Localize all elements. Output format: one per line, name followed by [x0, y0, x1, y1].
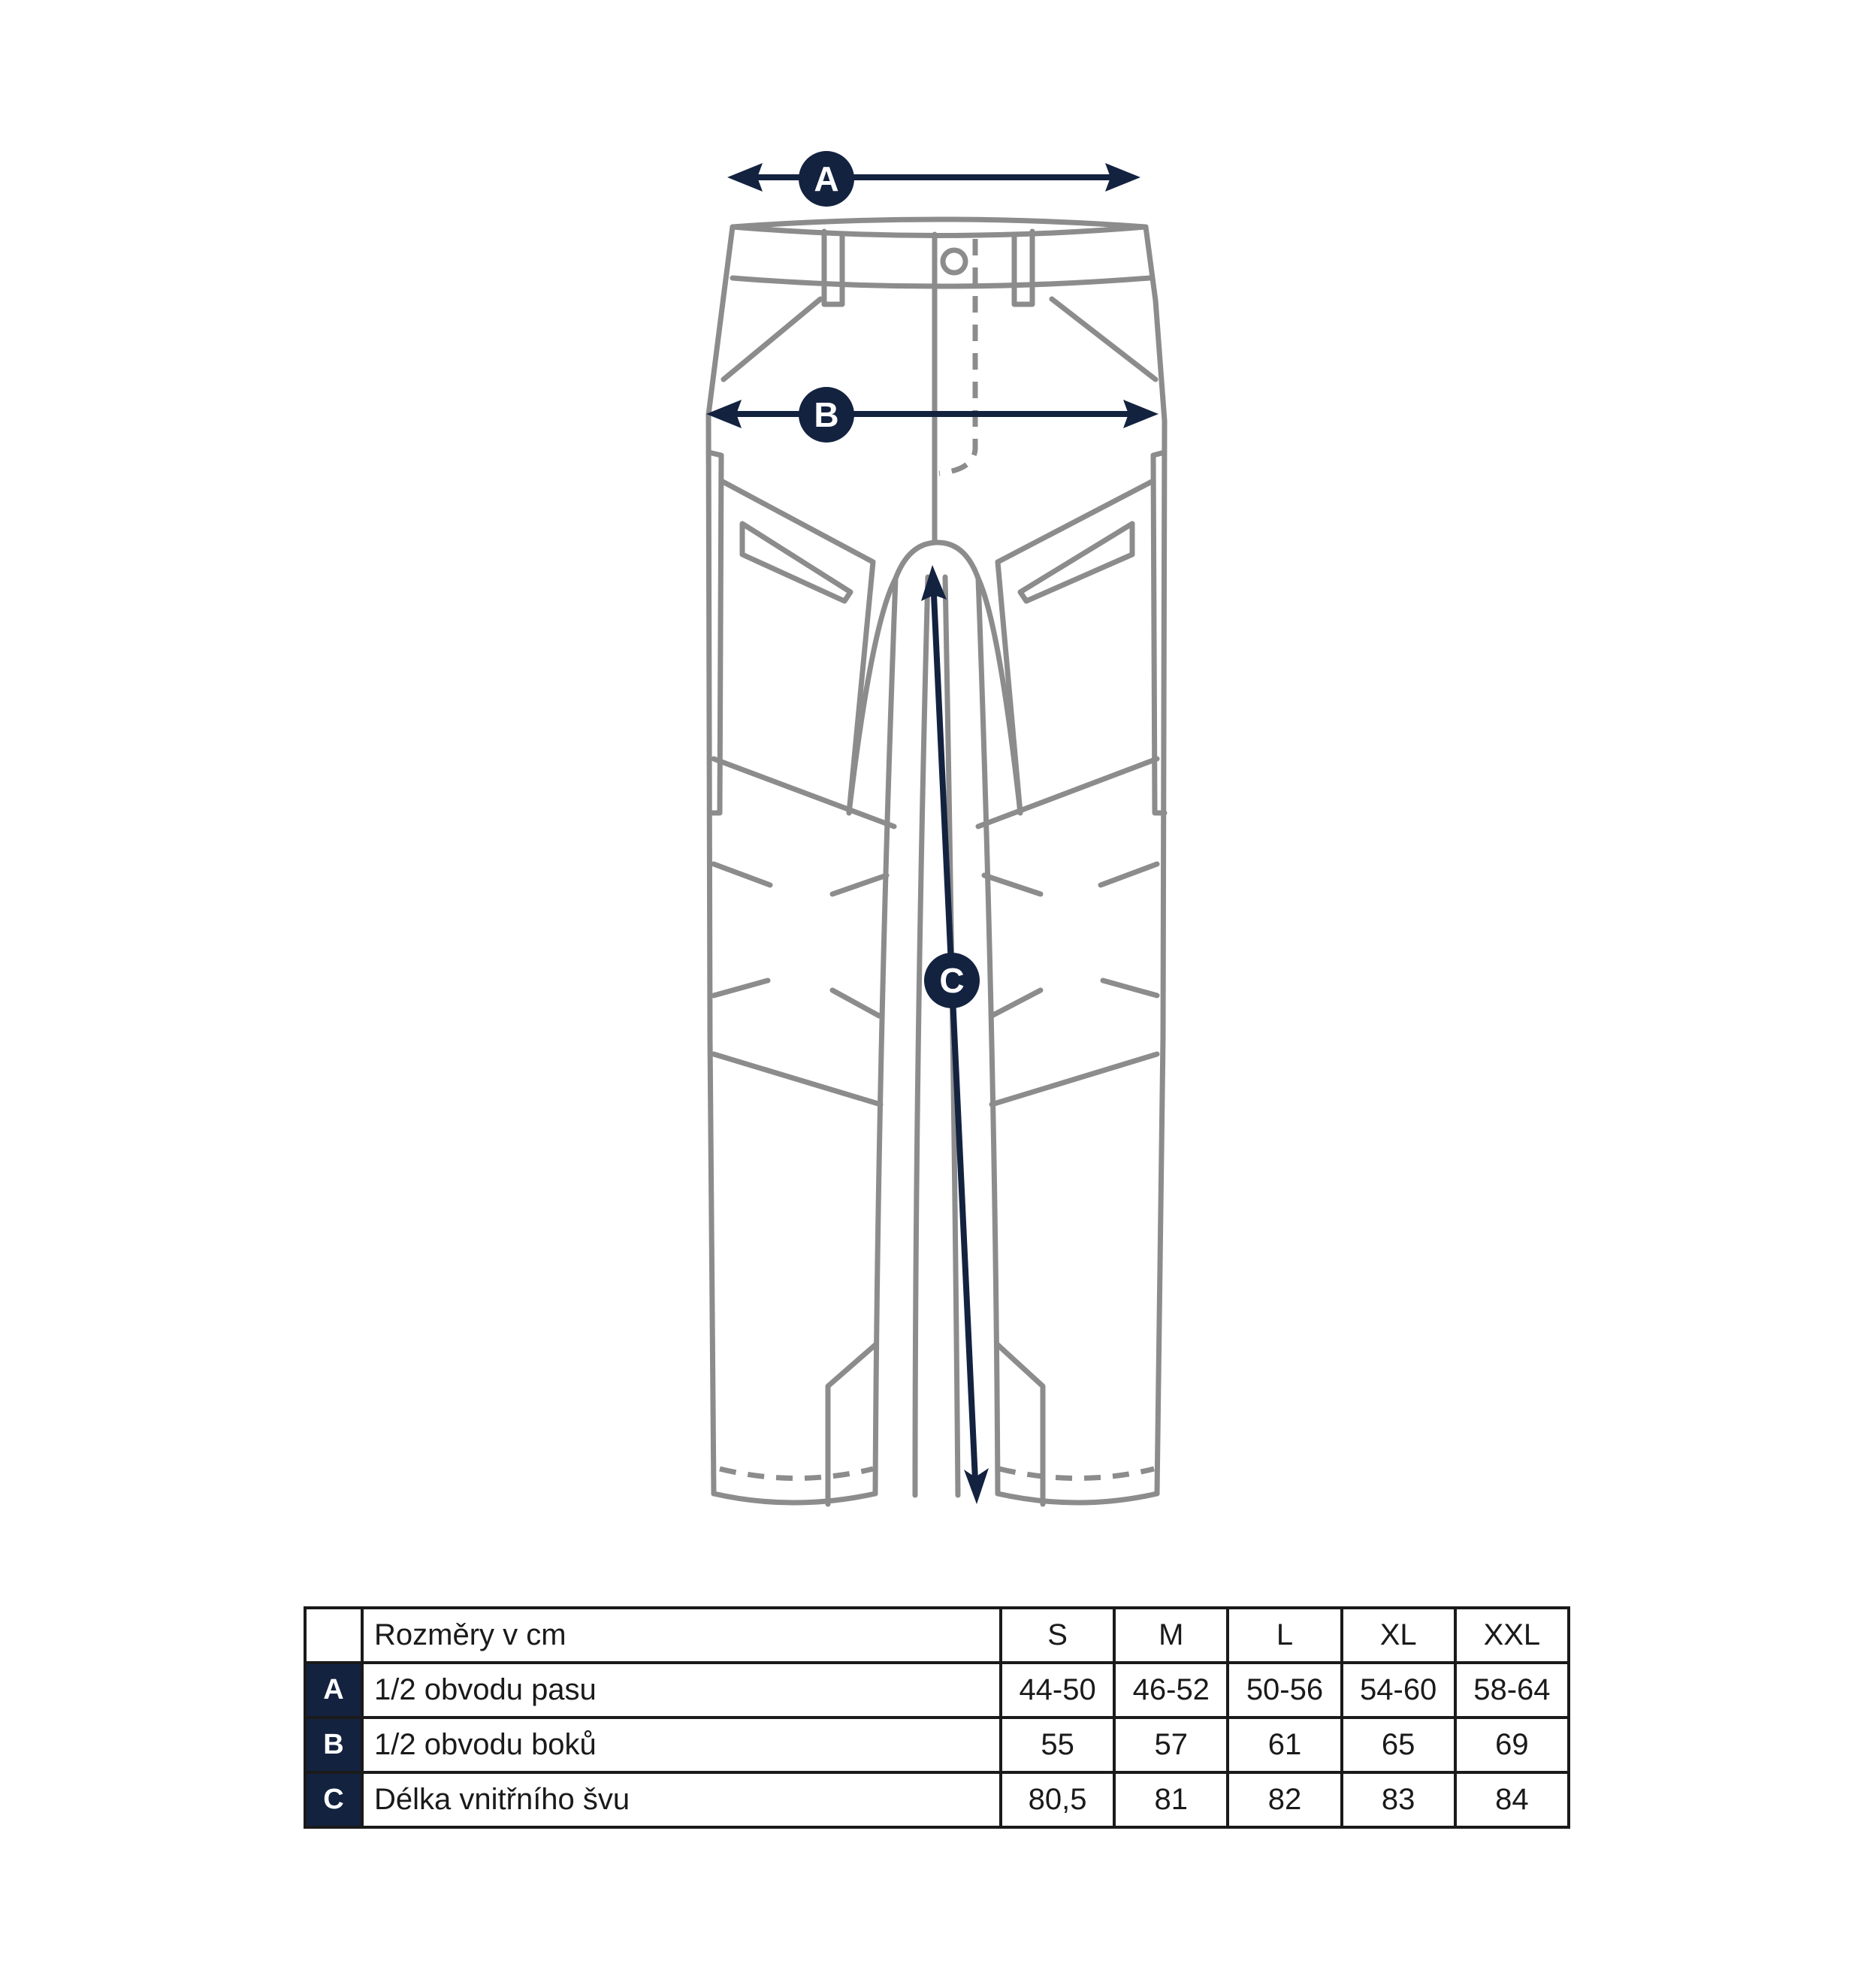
size-header-s: S	[998, 1606, 1116, 1664]
table-header-row: Rozměry v cm S M L XL XXL	[304, 1606, 1571, 1664]
callout-badge-a: A	[799, 151, 854, 207]
size-chart-table: Rozměry v cm S M L XL XXL A 1/2 obvodu p…	[304, 1606, 1571, 1829]
table-row: C Délka vnitřního švu 80,5 81 82 83 84	[304, 1771, 1571, 1829]
table-row: A 1/2 obvodu pasu 44-50 46-52 50-56 54-6…	[304, 1661, 1571, 1719]
table-cell: 84	[1453, 1771, 1571, 1829]
table-cell: 65	[1340, 1716, 1457, 1774]
table-cell: 80,5	[998, 1771, 1116, 1829]
table-cell: 83	[1340, 1771, 1457, 1829]
row-key-c: C	[304, 1771, 364, 1829]
table-cell: 50-56	[1226, 1661, 1343, 1719]
table-cell: 55	[998, 1716, 1116, 1774]
header-key-cell	[304, 1606, 364, 1664]
header-title: Rozměry v cm	[361, 1606, 1002, 1664]
row-key-b: B	[304, 1716, 364, 1774]
row-label: Délka vnitřního švu	[361, 1771, 1002, 1829]
table-cell: 44-50	[998, 1661, 1116, 1719]
table-cell: 57	[1113, 1716, 1230, 1774]
measurement-b-arrow	[706, 400, 1159, 428]
size-header-l: L	[1226, 1606, 1343, 1664]
callout-label-a: A	[814, 159, 838, 198]
callout-badge-c: C	[924, 953, 980, 1008]
table-cell: 81	[1113, 1771, 1230, 1829]
table-cell: 54-60	[1340, 1661, 1457, 1719]
size-header-xl: XL	[1340, 1606, 1457, 1664]
table-cell: 46-52	[1113, 1661, 1230, 1719]
trousers-outline	[705, 216, 1168, 1507]
callout-label-c: C	[939, 961, 964, 1000]
callout-label-b: B	[814, 395, 838, 434]
table-cell: 58-64	[1453, 1661, 1571, 1719]
table-cell: 61	[1226, 1716, 1343, 1774]
table-row: B 1/2 obvodu boků 55 57 61 65 69	[304, 1716, 1571, 1774]
row-label: 1/2 obvodu boků	[361, 1716, 1002, 1774]
measurement-a-arrow	[727, 163, 1140, 192]
table-cell: 69	[1453, 1716, 1571, 1774]
table-cell: 82	[1226, 1771, 1343, 1829]
callout-badge-b: B	[799, 387, 854, 443]
measurement-c-arrow	[921, 565, 989, 1504]
row-label: 1/2 obvodu pasu	[361, 1661, 1002, 1719]
size-header-xxl: XXL	[1453, 1606, 1571, 1664]
row-key-a: A	[304, 1661, 364, 1719]
size-header-m: M	[1113, 1606, 1230, 1664]
